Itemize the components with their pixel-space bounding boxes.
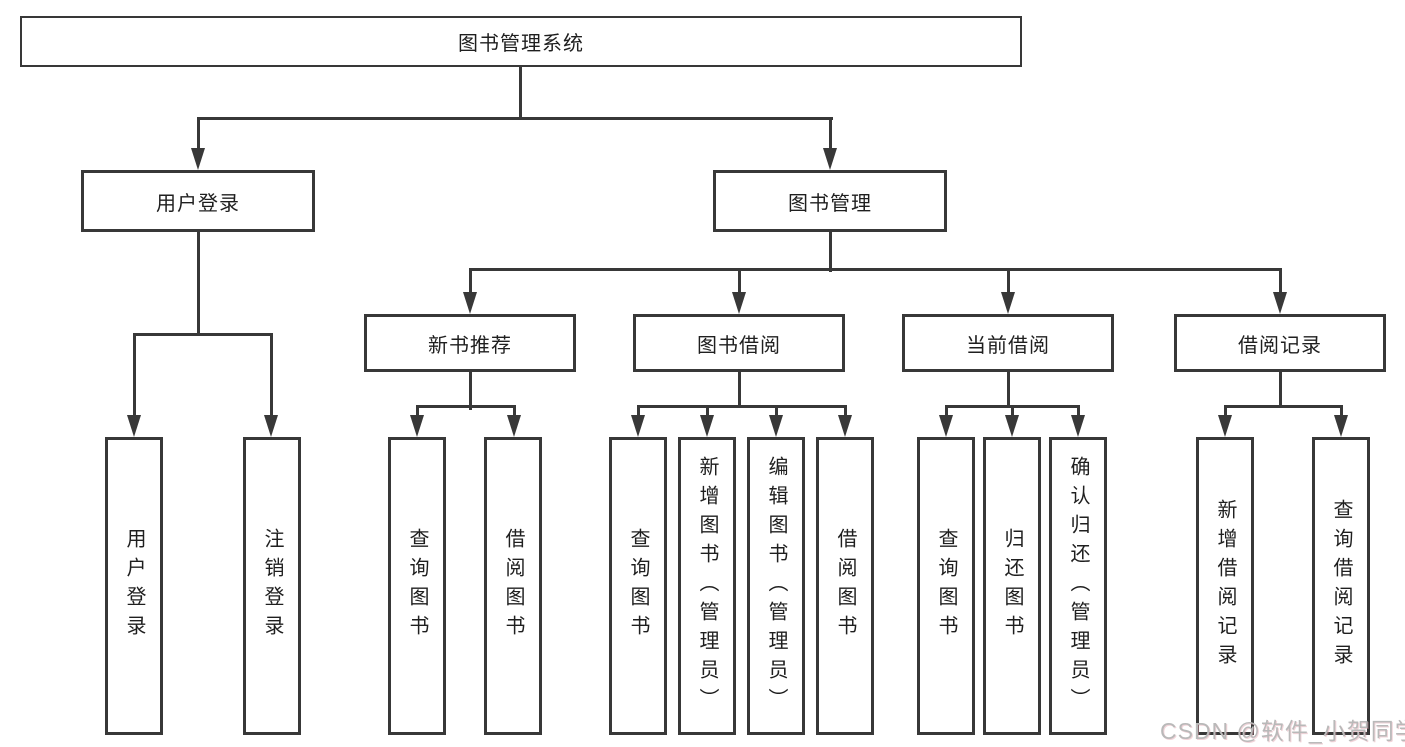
leaf-query-books-borrowing-label: 查询图书 <box>627 528 649 644</box>
connector-to-borrowing-records <box>1279 268 1282 296</box>
leaf-add-books-admin: 新增图书（管理员） <box>678 437 736 735</box>
connector-book-management-stem <box>829 230 832 272</box>
node-current-borrowing: 当前借阅 <box>902 314 1114 372</box>
leaf-borrow-books-label: 借阅图书 <box>834 528 856 644</box>
connector-level3-split <box>469 268 1282 271</box>
arrowhead-leaf-return-books <box>1005 415 1019 437</box>
leaf-edit-books-admin-label: 编辑图书（管理员） <box>765 455 787 717</box>
connector-recommend-split <box>416 405 516 408</box>
leaf-confirm-return-admin-label: 确认归还（管理员） <box>1067 455 1089 717</box>
arrowhead-leaf-query-current <box>939 415 953 437</box>
connector-to-user-login <box>197 117 200 150</box>
leaf-confirm-return-admin: 确认归还（管理员） <box>1049 437 1107 735</box>
connector-to-leaf-add-books <box>706 405 709 417</box>
connector-user-login-split <box>133 333 273 336</box>
connector-to-leaf-confirm-return <box>1077 405 1080 417</box>
leaf-add-books-admin-label: 新增图书（管理员） <box>696 455 718 717</box>
connector-root-split <box>197 117 833 120</box>
connector-root-stem <box>519 66 522 119</box>
connector-to-leaf-query-current <box>945 405 948 417</box>
connector-to-new-book-recommend <box>469 268 472 296</box>
arrowhead-leaf-user-login <box>127 415 141 437</box>
connector-to-leaf-query-recommend <box>416 405 419 417</box>
connector-user-login-stem <box>197 230 200 336</box>
connector-to-leaf-query-record <box>1340 405 1343 417</box>
node-new-book-recommend: 新书推荐 <box>364 314 576 372</box>
leaf-query-books-current-label: 查询图书 <box>935 528 957 644</box>
connector-to-leaf-borrow-recommend <box>513 405 516 417</box>
leaf-query-borrow-record: 查询借阅记录 <box>1312 437 1370 735</box>
connector-to-book-borrowing <box>738 268 741 296</box>
arrowhead-leaf-query-record <box>1334 415 1348 437</box>
leaf-return-books-label: 归还图书 <box>1001 528 1023 644</box>
leaf-user-login: 用户登录 <box>105 437 163 735</box>
leaf-edit-books-admin: 编辑图书（管理员） <box>747 437 805 735</box>
leaf-add-borrow-record: 新增借阅记录 <box>1196 437 1254 735</box>
leaf-logout: 注销登录 <box>243 437 301 735</box>
node-borrowing-records: 借阅记录 <box>1174 314 1386 372</box>
arrowhead-borrowing-records <box>1273 292 1287 314</box>
connector-to-current-borrowing <box>1007 268 1010 296</box>
connector-borrowing-stem <box>738 370 741 408</box>
connector-to-leaf-edit-books <box>775 405 778 417</box>
connector-to-leaf-user-login <box>133 333 136 417</box>
connector-records-split <box>1224 405 1342 408</box>
connector-borrowing-split <box>637 405 847 408</box>
connector-recommend-stem <box>469 370 472 410</box>
arrowhead-current-borrowing <box>1001 292 1015 314</box>
leaf-query-borrow-record-label: 查询借阅记录 <box>1330 499 1352 673</box>
node-user-login: 用户登录 <box>81 170 315 232</box>
arrowhead-leaf-edit-books <box>769 415 783 437</box>
connector-to-leaf-return-books <box>1011 405 1014 417</box>
leaf-logout-label: 注销登录 <box>261 528 283 644</box>
arrowhead-leaf-query-recommend <box>410 415 424 437</box>
leaf-user-login-label: 用户登录 <box>123 528 145 644</box>
node-book-borrowing: 图书借阅 <box>633 314 845 372</box>
leaf-borrow-books-recommend: 借阅图书 <box>484 437 542 735</box>
arrowhead-leaf-add-books <box>700 415 714 437</box>
leaf-query-books-recommend-label: 查询图书 <box>406 528 428 644</box>
leaf-query-books-recommend: 查询图书 <box>388 437 446 735</box>
node-library-management-system: 图书管理系统 <box>20 16 1022 67</box>
leaf-borrow-books: 借阅图书 <box>816 437 874 735</box>
connector-records-stem <box>1279 370 1282 408</box>
leaf-query-books-current: 查询图书 <box>917 437 975 735</box>
csdn-watermark: CSDN @软件_小贺同学 <box>1160 718 1405 744</box>
connector-to-leaf-add-record <box>1224 405 1227 417</box>
leaf-return-books: 归还图书 <box>983 437 1041 735</box>
connector-to-book-management <box>829 117 832 150</box>
leaf-query-books-borrowing: 查询图书 <box>609 437 667 735</box>
arrowhead-leaf-logout <box>264 415 278 437</box>
connector-to-leaf-borrow-books <box>844 405 847 417</box>
arrowhead-new-book-recommend <box>463 292 477 314</box>
connector-current-stem <box>1007 370 1010 408</box>
leaf-borrow-books-recommend-label: 借阅图书 <box>502 528 524 644</box>
arrowhead-leaf-query-borrowing <box>631 415 645 437</box>
arrowhead-user-login <box>191 148 205 170</box>
arrowhead-book-borrowing <box>732 292 746 314</box>
leaf-add-borrow-record-label: 新增借阅记录 <box>1214 499 1236 673</box>
connector-to-leaf-query-borrowing <box>637 405 640 417</box>
arrowhead-leaf-confirm-return <box>1071 415 1085 437</box>
arrowhead-book-management <box>823 148 837 170</box>
arrowhead-leaf-borrow-books <box>838 415 852 437</box>
connector-to-leaf-logout <box>270 333 273 417</box>
arrowhead-leaf-add-record <box>1218 415 1232 437</box>
node-book-management: 图书管理 <box>713 170 947 232</box>
arrowhead-leaf-borrow-recommend <box>507 415 521 437</box>
